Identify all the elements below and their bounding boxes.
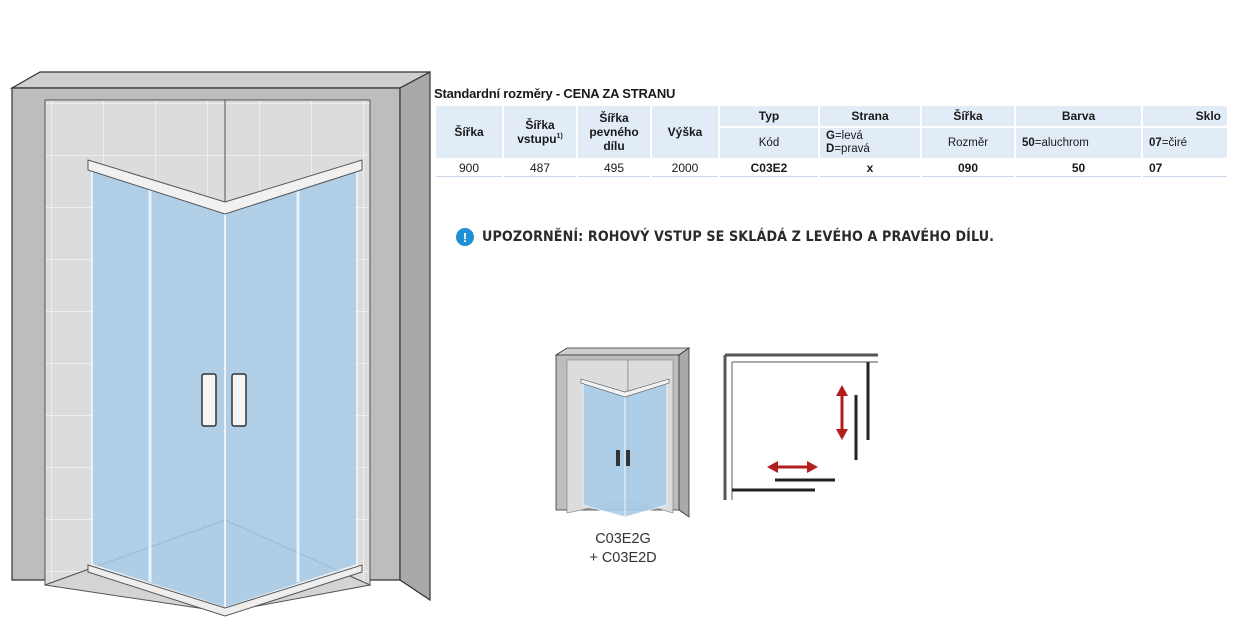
cell-sklo: 07 xyxy=(1143,160,1227,177)
plan-view-diagram xyxy=(723,353,878,500)
shower-enclosure-illustration xyxy=(9,71,431,617)
header-sirka-rozmer: Šířka xyxy=(922,106,1014,126)
subheader-kod: Kód xyxy=(720,128,818,158)
cell-sirka: 900 xyxy=(436,160,502,177)
small-enclosure-illustration xyxy=(554,347,691,518)
header-sirka-pevneho-dilu: Šířka pevného dílu xyxy=(578,106,650,158)
info-exclamation-icon: ! xyxy=(456,228,474,246)
header-vyska: Výška xyxy=(652,106,718,158)
subheader-barva-code: 50=aluchrom xyxy=(1016,128,1141,158)
cell-strana: x xyxy=(820,160,920,177)
subheader-sklo-code: 07=čiré xyxy=(1143,128,1227,158)
subheader-rozmer: Rozměr xyxy=(922,128,1014,158)
model-caption: C03E2G + C03E2D xyxy=(553,530,693,568)
table-title: Standardní rozměry - CENA ZA STRANU xyxy=(434,86,676,101)
cell-sirka-pevneho: 495 xyxy=(578,160,650,177)
dimensions-table: Šířka Šířka vstupu1) Šířka pevného dílu … xyxy=(434,104,1229,179)
header-sklo: Sklo xyxy=(1143,106,1227,126)
cell-rozmer: 090 xyxy=(922,160,1014,177)
header-sirka: Šířka xyxy=(436,106,502,158)
header-barva: Barva xyxy=(1016,106,1141,126)
cell-vyska: 2000 xyxy=(652,160,718,177)
cell-kod: C03E2 xyxy=(720,160,818,177)
cell-barva: 50 xyxy=(1016,160,1141,177)
header-sirka-vstupu: Šířka vstupu1) xyxy=(504,106,576,158)
subheader-strana-codes: G=levá D=pravá xyxy=(820,128,920,158)
notice-banner: ! UPOZORNĚNÍ: ROHOVÝ VSTUP SE SKLÁDÁ Z L… xyxy=(456,228,1064,246)
caption-line-1: C03E2G xyxy=(595,531,651,547)
notice-text: UPOZORNĚNÍ: ROHOVÝ VSTUP SE SKLÁDÁ Z LEV… xyxy=(482,229,995,245)
caption-line-2: + C03E2D xyxy=(589,550,657,566)
cell-sirka-vstupu: 487 xyxy=(504,160,576,177)
header-typ: Typ xyxy=(720,106,818,126)
header-strana: Strana xyxy=(820,106,920,126)
